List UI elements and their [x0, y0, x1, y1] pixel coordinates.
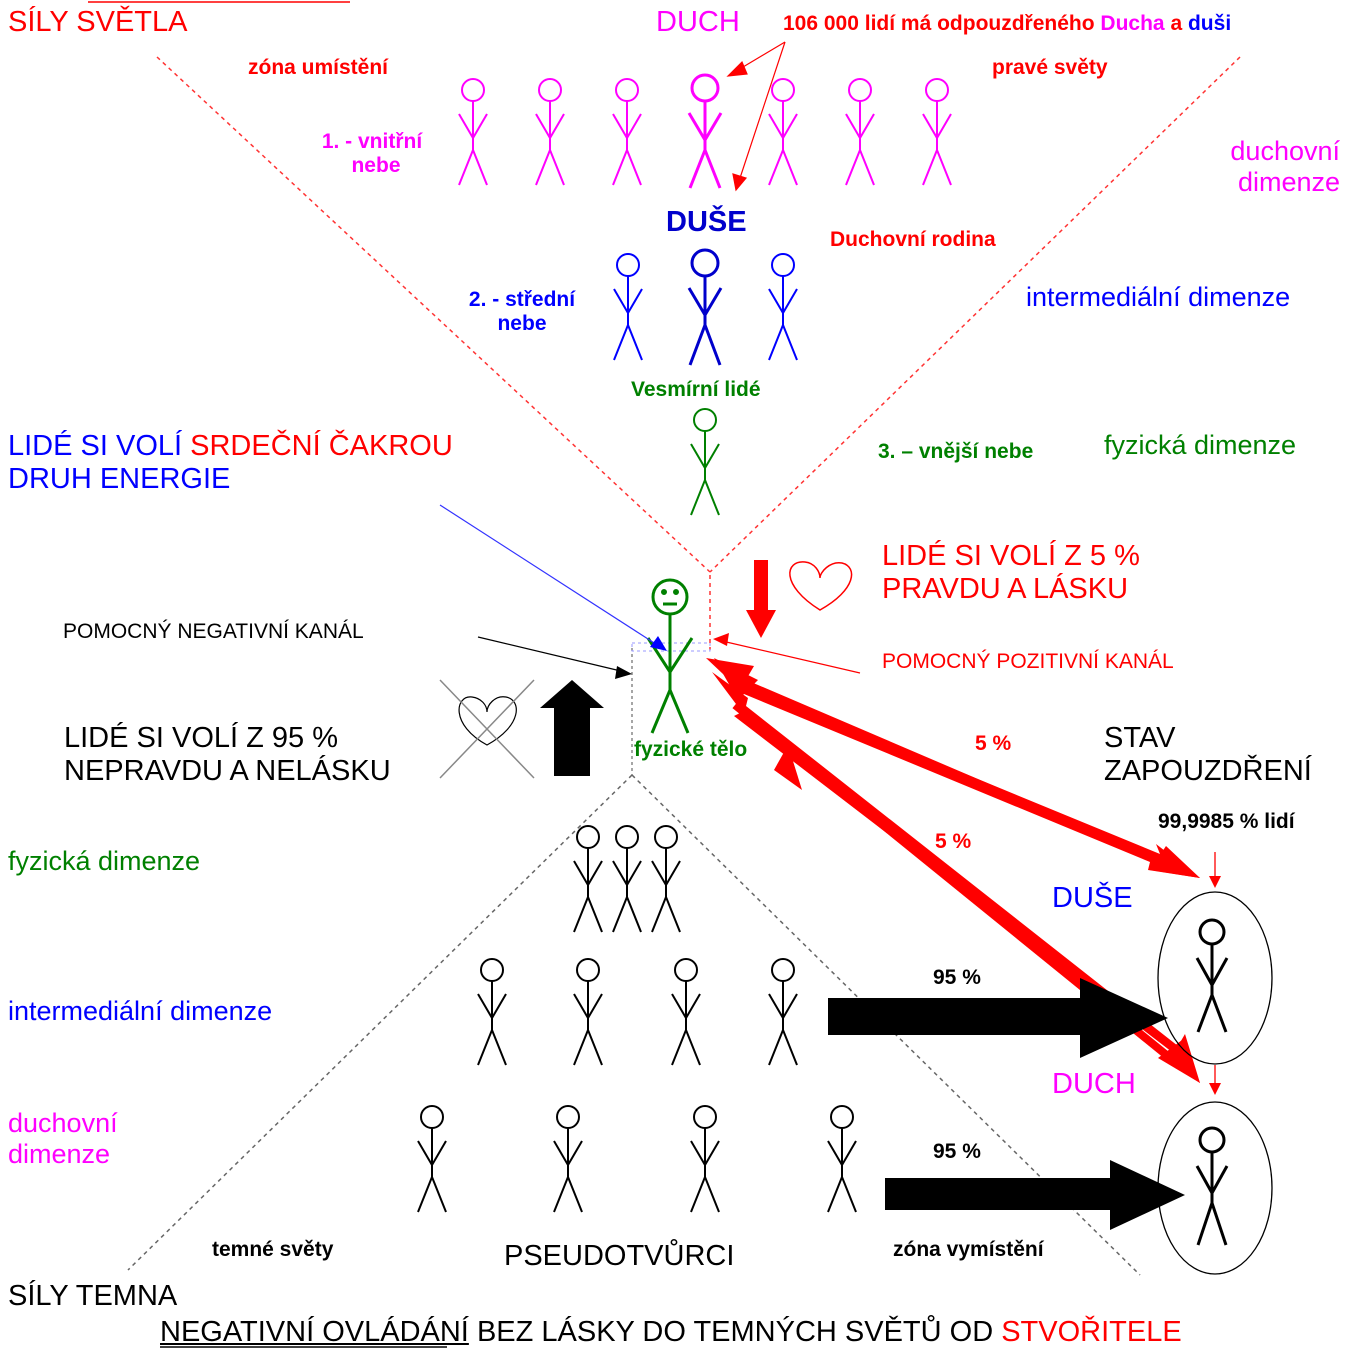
spirit-figure — [922, 78, 952, 186]
lower-arrow-tip — [1158, 1040, 1200, 1083]
pseudocreators-label: PSEUDOTVŮRCI — [504, 1240, 735, 1272]
soul-figure — [613, 253, 643, 361]
truth-down-arrowhead — [746, 610, 776, 638]
positive-channel-pointer — [721, 640, 861, 674]
spiritual-family-label: Duchovní rodina — [830, 228, 996, 251]
spiritual-dimension-bottom: duchovní dimenze — [8, 1108, 118, 1170]
spirit-main-figure — [687, 73, 723, 189]
encapsulated-figures — [1195, 918, 1229, 1246]
people-percentage: 99,9985 % lidí — [1158, 810, 1295, 833]
dark-cone-left — [127, 774, 633, 1271]
five-percent-arrow-upper — [746, 681, 1180, 873]
capsule-spirit-label: DUCH — [1052, 1068, 1136, 1100]
five-percent-upper: 5 % — [975, 732, 1012, 755]
placement-zone-label: zóna umístění — [248, 56, 389, 79]
negative-channel-head — [615, 666, 632, 679]
middle-heaven-label: 2. - střední nebe — [468, 288, 576, 336]
capsule-soul-label: DUŠE — [1052, 882, 1133, 914]
cosmic-people-label: Vesmírní lidé — [631, 378, 761, 401]
spirit-figure — [458, 78, 488, 186]
capsule-arrow-1-head — [1209, 876, 1221, 888]
physical-body-figure — [646, 578, 694, 734]
intermediate-dimension-bottom: intermediální dimenze — [8, 996, 273, 1026]
cross-line-b — [439, 679, 535, 779]
energy-pointer-head — [650, 636, 667, 651]
energy-pointer — [439, 504, 663, 649]
soul-main-figure — [687, 248, 723, 366]
crossed-heart-icon — [458, 696, 517, 746]
count-caption: 106 000 lidí má odpouzdřeného Ducha a du… — [783, 12, 1232, 35]
five-percent-lower: 5 % — [935, 830, 972, 853]
physical-dimension-bottom: fyzická dimenze — [8, 846, 201, 876]
true-worlds-label: pravé světy — [992, 56, 1108, 79]
inner-heaven-label: 1. - vnitřní nebe — [321, 130, 423, 178]
outer-heaven-label: 3. – vnější nebe — [878, 440, 1034, 463]
forces-of-darkness-label: SÍLY TEMNA — [8, 1280, 178, 1312]
ninety-five-upper: 95 % — [933, 966, 981, 989]
truth-choice-label: LIDÉ SI VOLÍ Z 5 % PRAVDU A LÁSKU — [882, 540, 1140, 606]
positive-channel-head — [713, 633, 729, 646]
count-arrows — [726, 41, 786, 192]
truth-down-arrow — [754, 560, 768, 612]
dark-worlds-label: temné světy — [212, 1238, 334, 1261]
ninety-five-arrow-lower — [885, 1160, 1185, 1230]
light-cone-left — [156, 56, 711, 573]
capsule-arrow-2-head — [1209, 1083, 1221, 1095]
spirit-figure — [535, 78, 565, 186]
spirit-figure — [612, 78, 642, 186]
soul-label: DUŠE — [666, 206, 747, 238]
negative-channel-label: POMOCNÝ NEGATIVNÍ KANÁL — [63, 620, 364, 643]
physical-body-label: fyzické tělo — [634, 738, 748, 761]
ninety-five-lower: 95 % — [933, 1140, 981, 1163]
forces-of-light-label: SÍLY SVĚTLA — [8, 6, 188, 38]
positive-channel-label: POMOCNÝ POZITIVNÍ KANÁL — [882, 650, 1174, 673]
soul-capsule — [1157, 891, 1273, 1065]
soul-figure — [768, 253, 798, 361]
displacement-zone-label: zóna vymístění — [893, 1238, 1044, 1261]
physical-dimension-top: fyzická dimenze — [1104, 430, 1297, 460]
lower-arrow-back — [774, 745, 802, 790]
intermediate-dimension-top: intermediální dimenze — [1026, 282, 1291, 312]
lie-choice-label: LIDÉ SI VOLÍ Z 95 % NEPRAVDU A NELÁSKU — [64, 722, 391, 788]
heart-icon — [789, 561, 853, 611]
cosmic-figure — [690, 408, 720, 516]
spirit-figure — [845, 78, 875, 186]
ninety-five-arrow-upper — [828, 978, 1168, 1058]
spirit-label: DUCH — [656, 6, 740, 38]
upper-arrow-back — [706, 658, 754, 690]
encapsulation-state-label: STAV ZAPOUZDŘENÍ — [1104, 722, 1312, 788]
upper-arrow-tip — [1150, 846, 1200, 878]
energy-choice-label: LIDÉ SI VOLÍ SRDEČNÍ ČAKROU DRUH ENERGIE — [8, 430, 453, 496]
footer-caption: NEGATIVNÍ OVLÁDÁNÍ BEZ LÁSKY DO TEMNÝCH … — [160, 1316, 1182, 1348]
negative-channel-pointer — [477, 636, 626, 673]
spiritual-dimension-top: duchovní dimenze — [1230, 136, 1340, 198]
light-cone-right — [709, 56, 1241, 573]
spirit-figure — [768, 78, 798, 186]
lie-up-arrow — [540, 680, 604, 776]
dark-figures — [417, 825, 857, 1213]
